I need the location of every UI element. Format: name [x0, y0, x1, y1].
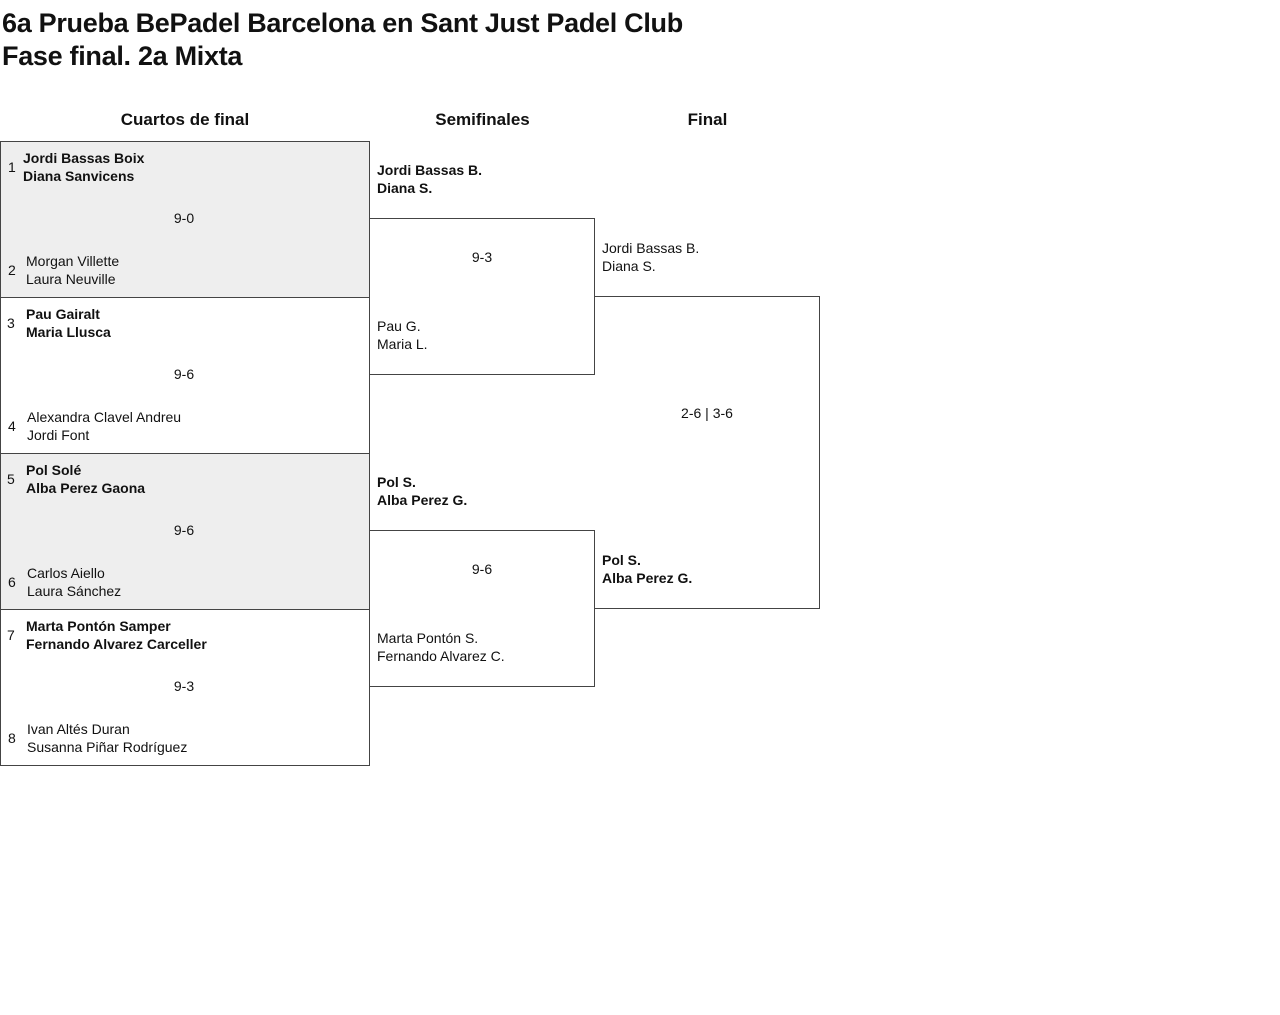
- seed-number: 1: [8, 159, 16, 175]
- page-subtitle: Fase final. 2a Mixta: [2, 41, 243, 71]
- seed-number: 5: [7, 471, 15, 487]
- semifinal-2-team-1: Pol S.Alba Perez G.: [377, 474, 468, 508]
- final-match: [594, 296, 820, 609]
- final-score: 2-6 | 3-6: [681, 405, 733, 421]
- final-team-1: Jordi Bassas B.Diana S.: [602, 240, 700, 274]
- page-title: 6a Prueba BePadel Barcelona en Sant Just…: [2, 8, 683, 38]
- semifinal-2-team-2: Marta Pontón S.Fernando Alvarez C.: [377, 630, 505, 664]
- round-header-semifinals: Semifinales: [435, 110, 530, 129]
- seed-number: 6: [8, 574, 16, 590]
- seed-number: 8: [8, 730, 16, 746]
- seed-number: 4: [8, 418, 16, 434]
- seed-number: 3: [7, 315, 15, 331]
- quarterfinal-score: 9-6: [173, 522, 195, 538]
- quarterfinal-score: 9-3: [173, 678, 195, 694]
- seed-number: 2: [8, 262, 16, 278]
- quarterfinal-match: [0, 141, 370, 298]
- semifinal-1-team-2: Pau G.Maria L.: [377, 318, 428, 352]
- quarterfinal-match: [0, 609, 370, 766]
- quarterfinal-match: [0, 453, 370, 610]
- round-header-final: Final: [687, 110, 728, 129]
- seed-number: 7: [7, 627, 15, 643]
- semifinal-2-score: 9-6: [471, 561, 493, 577]
- quarterfinal-score: 9-0: [173, 210, 195, 226]
- final-team-2: Pol S.Alba Perez G.: [602, 552, 693, 586]
- semifinal-1-score: 9-3: [471, 249, 493, 265]
- quarterfinal-score: 9-6: [173, 366, 195, 382]
- semifinal-1-team-1: Jordi Bassas B.Diana S.: [377, 162, 483, 196]
- round-header-quarterfinals: Cuartos de final: [120, 110, 250, 129]
